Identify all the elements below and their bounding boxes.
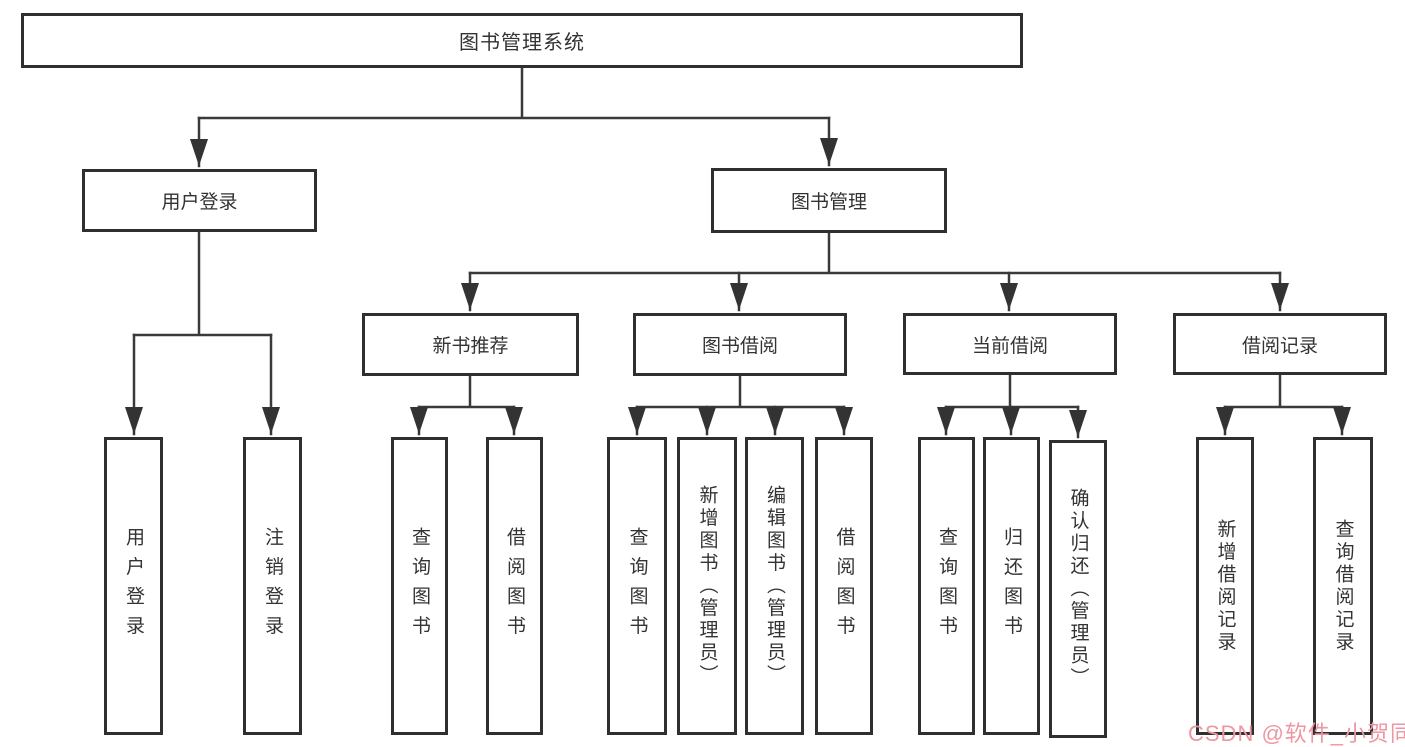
leaf-borrow-borrow-books: 借阅图书 — [815, 437, 873, 735]
leaf-records-add-record: 新增借阅记录 — [1196, 437, 1254, 735]
leaf-user-login: 用户登录 — [104, 437, 163, 735]
node-new-book-recommend: 新书推荐 — [362, 313, 579, 376]
leaf-current-return-books: 归还图书 — [983, 437, 1040, 735]
leaf-recommend-query-books: 查询图书 — [391, 437, 448, 735]
node-current-borrow: 当前借阅 — [903, 313, 1117, 375]
leaf-current-query-books: 查询图书 — [918, 437, 975, 735]
leaf-logout: 注销登录 — [243, 437, 302, 735]
leaf-current-confirm-return-admin: 确认归还（管理员） — [1049, 440, 1107, 738]
leaf-records-query-record: 查询借阅记录 — [1313, 437, 1373, 735]
leaf-borrow-query-books: 查询图书 — [607, 437, 667, 735]
node-user-login: 用户登录 — [82, 169, 317, 232]
node-book-borrow: 图书借阅 — [633, 313, 847, 376]
node-library-management-system: 图书管理系统 — [21, 13, 1023, 68]
leaf-borrow-edit-books-admin: 编辑图书（管理员） — [745, 437, 804, 735]
csdn-watermark: CSDN @软件_小贺同学 — [1188, 721, 1405, 746]
node-borrow-records: 借阅记录 — [1173, 313, 1387, 375]
leaf-recommend-borrow-books: 借阅图书 — [486, 437, 543, 735]
node-book-management: 图书管理 — [711, 168, 947, 233]
leaf-borrow-add-books-admin: 新增图书（管理员） — [677, 437, 737, 735]
